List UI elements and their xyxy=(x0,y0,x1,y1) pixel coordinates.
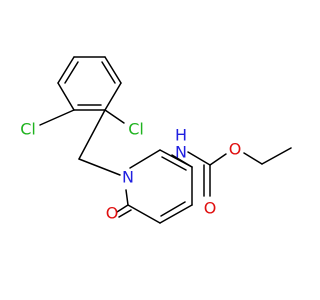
molecule-structure: Cl Cl N O H N O O xyxy=(20,56,292,224)
double-bond-inner xyxy=(64,61,79,84)
double-bond-inner xyxy=(161,156,187,171)
bond-c-o-ketone xyxy=(116,204,129,213)
oxygen-label-carbonyl: O xyxy=(204,199,217,218)
bond xyxy=(159,204,193,224)
bond-ring-ch2 xyxy=(78,109,106,160)
oxygen-label-ester: O xyxy=(229,140,242,159)
bond-o-ch2 xyxy=(243,152,263,165)
bond xyxy=(57,82,75,111)
oxygen-label-ketone: O xyxy=(106,204,119,223)
bond xyxy=(125,189,129,206)
bond xyxy=(57,56,75,84)
bond xyxy=(127,204,161,224)
chlorine-label-right: Cl xyxy=(128,120,144,139)
bond-ring-nh xyxy=(171,154,193,168)
bond-ch2-ch3 xyxy=(261,147,292,165)
bond-c-cl-left xyxy=(39,109,75,126)
bond xyxy=(104,56,122,84)
bond-c-cl-right xyxy=(104,109,125,124)
nitrogen-label-nh: N xyxy=(175,143,187,162)
bond-nh-c xyxy=(187,151,211,166)
bond xyxy=(104,82,122,111)
bond-ch2-n xyxy=(78,158,121,176)
double-bond-inner xyxy=(101,61,116,84)
bond xyxy=(129,149,161,169)
hydrogen-label-nh: H xyxy=(175,126,187,145)
bond-c-o-ketone-double xyxy=(118,209,132,218)
double-bond-inner xyxy=(160,201,186,217)
dichlorophenyl-ring xyxy=(57,56,122,111)
pyridinone-ring xyxy=(125,149,193,224)
chlorine-label-left: Cl xyxy=(20,120,36,139)
nitrogen-label-ring: N xyxy=(122,168,134,187)
bond-c-o-ester xyxy=(209,153,227,166)
